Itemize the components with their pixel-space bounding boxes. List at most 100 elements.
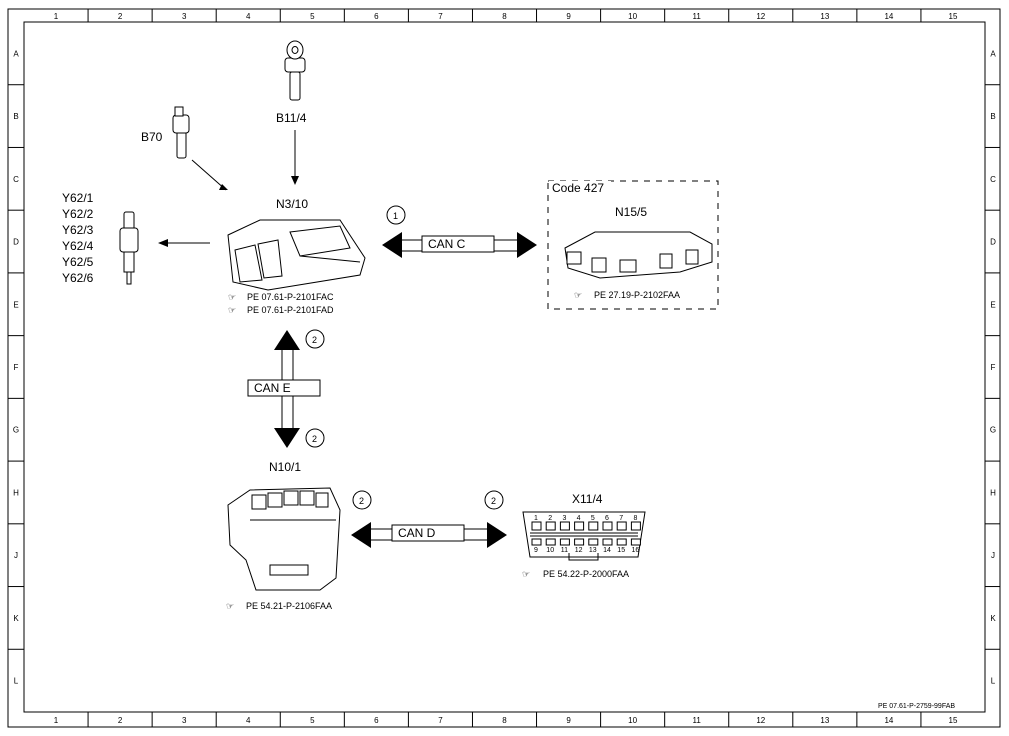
svg-text:Y62/3: Y62/3 xyxy=(62,223,94,237)
svg-text:PE 54.22-P-2000FAA: PE 54.22-P-2000FAA xyxy=(543,569,629,579)
pin-number: 13 xyxy=(589,547,597,554)
injector-valve-icon xyxy=(119,211,139,285)
pin xyxy=(630,521,641,531)
column-grid: 1122334455667788991010111112121313141415… xyxy=(54,9,958,727)
pin-number: 15 xyxy=(617,547,625,554)
row-label-right: G xyxy=(990,426,996,435)
column-label-top: 2 xyxy=(118,12,123,21)
pin-number: 6 xyxy=(605,515,609,522)
marker-2-right: 2 xyxy=(484,490,504,510)
svg-text:Y62/4: Y62/4 xyxy=(62,239,94,253)
pin xyxy=(545,521,556,531)
svg-text:2: 2 xyxy=(312,335,317,345)
pin xyxy=(602,521,613,531)
column-label-bottom: 6 xyxy=(374,716,379,725)
row-label-right: E xyxy=(990,300,995,309)
svg-text:Y62/1: Y62/1 xyxy=(62,191,94,205)
column-label-top: 14 xyxy=(884,12,893,21)
column-label-top: 12 xyxy=(756,12,765,21)
row-label-right: C xyxy=(990,175,996,184)
pin xyxy=(574,538,585,546)
x11-4-reference: ☞ PE 54.22-P-2000FAA xyxy=(522,569,629,579)
row-label-left: L xyxy=(14,677,19,686)
b70-arrow xyxy=(191,159,227,191)
n10-1-label: N10/1 xyxy=(269,460,301,474)
n15-5-reference: ☞ PE 27.19-P-2102FAA xyxy=(574,290,680,300)
column-label-bottom: 5 xyxy=(310,716,315,725)
column-label-top: 3 xyxy=(182,12,187,21)
code-427-box xyxy=(547,180,719,310)
row-label-left: K xyxy=(13,614,19,623)
n3-10-reference-1: ☞ PE 07.61-P-2101FAC xyxy=(228,292,334,302)
pin xyxy=(531,538,542,546)
row-label-right: A xyxy=(990,49,996,58)
svg-text:PE 27.19-P-2102FAA: PE 27.19-P-2102FAA xyxy=(594,290,680,300)
column-label-top: 10 xyxy=(628,12,637,21)
pin xyxy=(588,538,599,546)
pin xyxy=(531,521,542,531)
can-e-bus: CAN E xyxy=(247,330,321,448)
n10-1-reference: ☞ PE 54.21-P-2106FAA xyxy=(226,601,332,611)
svg-text:2: 2 xyxy=(312,434,317,444)
row-label-left: H xyxy=(13,488,19,497)
svg-text:2: 2 xyxy=(491,496,496,506)
n15-5-label: N15/5 xyxy=(615,205,647,219)
n3-10-control-unit-icon xyxy=(227,219,366,291)
column-label-bottom: 14 xyxy=(884,716,893,725)
svg-text:Y62/5: Y62/5 xyxy=(62,255,94,269)
svg-text:Y62/2: Y62/2 xyxy=(62,207,94,221)
row-label-right: H xyxy=(990,488,996,497)
connector-pins-top: 1 2 3 4 5 6 7 8 xyxy=(531,515,641,531)
n3-10-label: N3/10 xyxy=(276,197,308,211)
outer-frame xyxy=(7,8,1001,728)
hand-pointer-icon: ☞ xyxy=(228,305,236,315)
column-label-bottom: 13 xyxy=(820,716,829,725)
pin-number: 12 xyxy=(575,547,583,554)
can-d-bus: CAN D xyxy=(351,522,507,548)
svg-text:PE 07.61-P-2101FAD: PE 07.61-P-2101FAD xyxy=(247,305,334,315)
column-label-top: 9 xyxy=(566,12,571,21)
y62-arrow-head xyxy=(158,239,168,247)
pin-number: 14 xyxy=(603,547,611,554)
pin xyxy=(602,538,613,546)
marker-1: 1 xyxy=(386,205,406,225)
svg-text:PE 07.61-P-2101FAC: PE 07.61-P-2101FAC xyxy=(247,292,334,302)
pin-number: 8 xyxy=(633,515,637,522)
pin-number: 3 xyxy=(562,515,566,522)
n10-1-module-icon xyxy=(227,487,341,591)
can-d-label: CAN D xyxy=(398,526,436,540)
pin xyxy=(559,538,570,546)
pin-number: 7 xyxy=(619,515,623,522)
pin-number: 1 xyxy=(534,515,538,522)
column-label-bottom: 4 xyxy=(246,716,251,725)
column-label-top: 7 xyxy=(438,12,443,21)
hand-pointer-icon: ☞ xyxy=(574,290,582,300)
can-e-label: CAN E xyxy=(254,381,291,395)
column-label-bottom: 10 xyxy=(628,716,637,725)
row-label-left: G xyxy=(13,426,19,435)
pin-number: 9 xyxy=(534,547,538,554)
column-label-top: 8 xyxy=(502,12,507,21)
svg-text:1: 1 xyxy=(393,211,398,221)
pin xyxy=(545,538,556,546)
row-label-left: C xyxy=(13,175,19,184)
b11-4-sensor-icon xyxy=(284,40,306,101)
column-label-top: 1 xyxy=(54,12,59,21)
column-label-bottom: 8 xyxy=(502,716,507,725)
pin-number: 5 xyxy=(591,515,595,522)
pin-number: 4 xyxy=(577,515,581,522)
pin xyxy=(588,521,599,531)
b11-4-arrow-head xyxy=(291,176,299,185)
pin xyxy=(616,538,627,546)
row-label-left: D xyxy=(13,238,19,247)
row-label-right: D xyxy=(990,238,996,247)
can-c-bus: CAN C xyxy=(382,232,537,258)
row-label-right: K xyxy=(990,614,996,623)
hand-pointer-icon: ☞ xyxy=(228,292,236,302)
marker-2-bottom: 2 xyxy=(305,428,325,448)
hand-pointer-icon: ☞ xyxy=(522,569,530,579)
pin-number: 2 xyxy=(548,515,552,522)
